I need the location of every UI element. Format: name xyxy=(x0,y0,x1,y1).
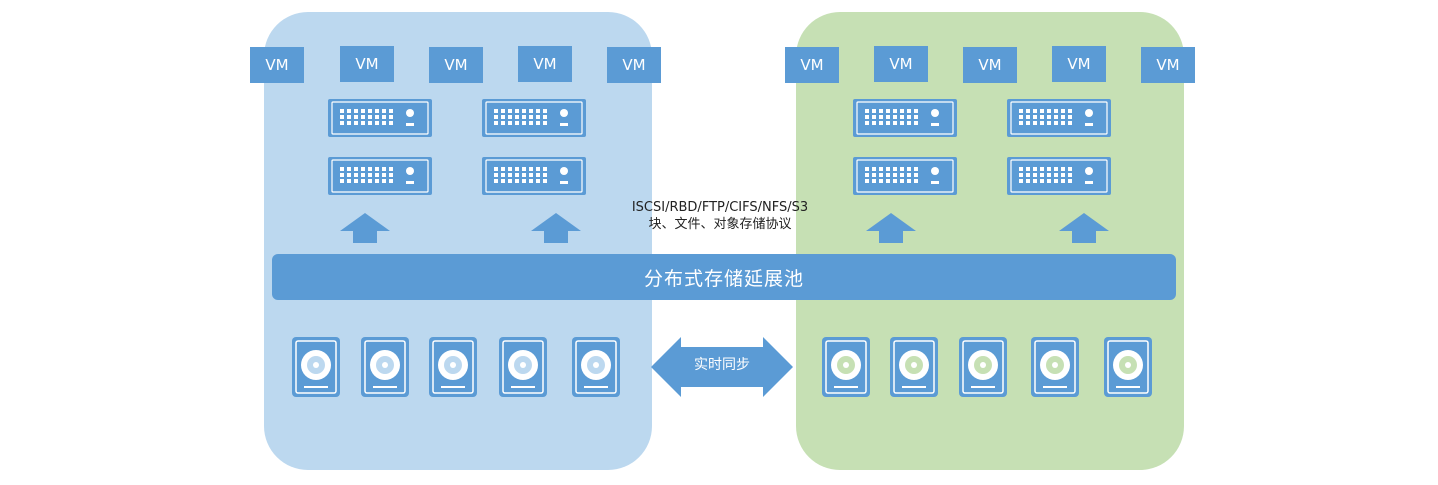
vm-box: VM xyxy=(1052,46,1106,82)
vm-box: VM xyxy=(429,47,483,83)
vm-label: VM xyxy=(889,55,913,73)
vm-box: VM xyxy=(963,47,1017,83)
hard-disk-icon xyxy=(292,337,340,397)
server-icon xyxy=(482,99,586,137)
sync-label: 实时同步 xyxy=(694,357,750,373)
hard-disk-icon xyxy=(959,337,1007,397)
up-arrow-icon xyxy=(531,213,581,243)
double-arrow-icon xyxy=(651,337,793,397)
vm-box: VM xyxy=(607,47,661,83)
up-arrow-icon xyxy=(1059,213,1109,243)
vm-box: VM xyxy=(250,47,304,83)
vm-label: VM xyxy=(355,55,379,73)
vm-label: VM xyxy=(1156,56,1180,74)
server-icon xyxy=(1007,157,1111,195)
vm-label: VM xyxy=(1067,55,1091,73)
vm-label: VM xyxy=(533,55,557,73)
hard-disk-icon xyxy=(822,337,870,397)
vm-box: VM xyxy=(785,47,839,83)
vm-box: VM xyxy=(340,46,394,82)
vm-box: VM xyxy=(518,46,572,82)
hard-disk-icon xyxy=(499,337,547,397)
server-icon xyxy=(1007,99,1111,137)
hard-disk-icon xyxy=(361,337,409,397)
vm-label: VM xyxy=(444,56,468,74)
vm-label: VM xyxy=(265,56,289,74)
vm-box: VM xyxy=(1141,47,1195,83)
storage-pool-bar: 分布式存储延展池 xyxy=(272,254,1176,300)
hard-disk-icon xyxy=(429,337,477,397)
vm-box: VM xyxy=(874,46,928,82)
server-icon xyxy=(328,157,432,195)
hard-disk-icon xyxy=(1031,337,1079,397)
server-icon xyxy=(853,157,957,195)
up-arrow-icon xyxy=(340,213,390,243)
hard-disk-icon xyxy=(572,337,620,397)
protocol-list: ISCSI/RBD/FTP/CIFS/NFS/S3 xyxy=(631,200,809,215)
server-icon xyxy=(328,99,432,137)
hard-disk-icon xyxy=(890,337,938,397)
protocol-caption: ISCSI/RBD/FTP/CIFS/NFS/S3 块、文件、对象存储协议 xyxy=(600,199,840,233)
hard-disk-icon xyxy=(1104,337,1152,397)
vm-label: VM xyxy=(978,56,1002,74)
server-icon xyxy=(853,99,957,137)
vm-label: VM xyxy=(622,56,646,74)
vm-label: VM xyxy=(800,56,824,74)
server-icon xyxy=(482,157,586,195)
up-arrow-icon xyxy=(866,213,916,243)
protocol-description: 块、文件、对象存储协议 xyxy=(648,217,792,232)
storage-pool-label: 分布式存储延展池 xyxy=(643,267,804,290)
